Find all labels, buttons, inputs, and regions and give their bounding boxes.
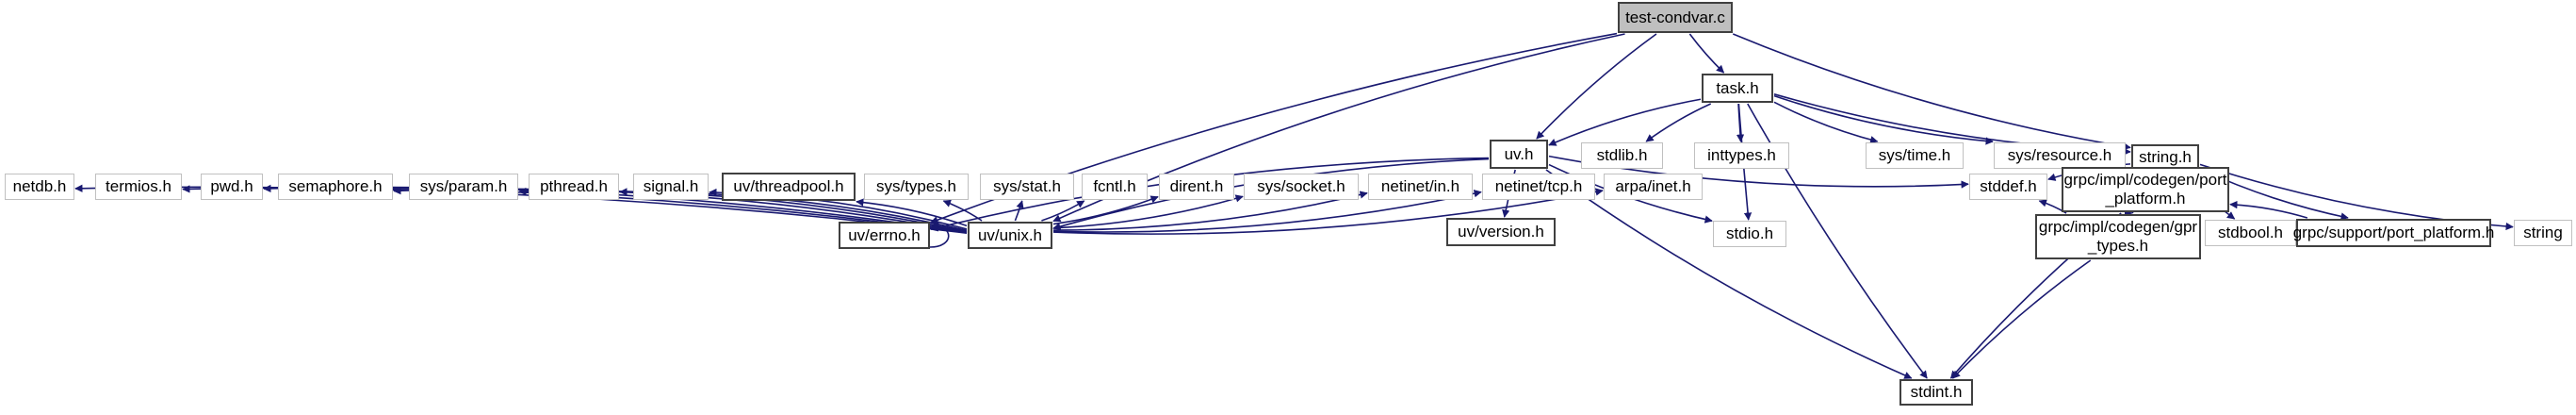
graph-edge (1545, 169, 1913, 379)
graph-node-uv-version-h[interactable]: uv/version.h (1446, 218, 1556, 246)
graph-edge (2229, 200, 2308, 219)
graph-node-stdbool-h: stdbool.h (2205, 220, 2296, 246)
graph-node-grpc-impl-codegen-port-platform-h[interactable]: grpc/impl/codegen/port _platform.h (2062, 167, 2229, 212)
graph-node-stddef-h: stddef.h (1969, 174, 2047, 200)
graph-node-dirent-h: dirent.h (1159, 174, 1234, 200)
graph-node-sys-time-h: sys/time.h (1866, 142, 1964, 169)
graph-node-semaphore-h: semaphore.h (278, 174, 393, 200)
graph-edge (929, 221, 950, 248)
graph-node-test-condvar-c[interactable]: test-condvar.c (1618, 2, 1733, 33)
graph-node-uv-unix-h[interactable]: uv/unix.h (968, 222, 1052, 249)
graph-edge (1052, 194, 1244, 229)
graph-node-pwd-h: pwd.h (201, 174, 263, 200)
graph-node-sys-resource-h: sys/resource.h (1994, 142, 2126, 169)
graph-node-netinet-in-h: netinet/in.h (1368, 174, 1473, 200)
graph-node-netinet-tcp-h: netinet/tcp.h (1482, 174, 1595, 200)
graph-edge (1732, 33, 2131, 151)
graph-node-arpa-inet-h: arpa/inet.h (1604, 174, 1703, 200)
graph-node-grpc-impl-codegen-gpr-types-h[interactable]: grpc/impl/codegen/gpr _types.h (2035, 214, 2201, 259)
graph-edge (1014, 200, 1024, 222)
graph-edge (1773, 94, 1994, 145)
graph-node-signal-h: signal.h (633, 174, 709, 200)
graph-edge (1773, 101, 1879, 144)
graph-edge (1645, 103, 1712, 142)
graph-node-uv-threadpool-h[interactable]: uv/threadpool.h (722, 173, 856, 201)
graph-edge (1052, 195, 1159, 225)
graph-node-grpc-support-port-platform-h[interactable]: grpc/support/port_platform.h (2293, 219, 2494, 247)
graph-node-string: string (2514, 220, 2572, 246)
graph-node-uv-errno-h[interactable]: uv/errno.h (839, 222, 930, 249)
graph-edge (1688, 33, 1725, 74)
graph-node-fcntl-h: fcntl.h (1082, 174, 1148, 200)
graph-node-pthread-h: pthread.h (529, 174, 619, 200)
graph-node-inttypes-h: inttypes.h (1694, 142, 1789, 169)
graph-edge (1736, 103, 1745, 142)
graph-edge (1041, 200, 1085, 222)
graph-edge (942, 199, 983, 222)
graph-node-stdlib-h: stdlib.h (1581, 142, 1663, 169)
graph-node-stdio-h: stdio.h (1713, 221, 1786, 247)
graph-edge (2199, 163, 2514, 231)
graph-node-sys-types-h: sys/types.h (864, 174, 969, 200)
graph-edge (1536, 33, 1657, 140)
graph-node-sys-param-h: sys/param.h (409, 174, 518, 200)
graph-node-termios-h: termios.h (95, 174, 182, 200)
graph-node-sys-stat-h: sys/stat.h (980, 174, 1074, 200)
graph-node-netdb-h: netdb.h (5, 174, 74, 200)
graph-node-sys-socket-h: sys/socket.h (1244, 174, 1359, 200)
graph-node-stdint-h[interactable]: stdint.h (1899, 379, 1973, 406)
graph-node-task-h[interactable]: task.h (1702, 74, 1773, 103)
graph-node-uv-h[interactable]: uv.h (1490, 140, 1548, 169)
graph-edge (1548, 98, 1702, 146)
graph-edge (1951, 259, 2092, 379)
